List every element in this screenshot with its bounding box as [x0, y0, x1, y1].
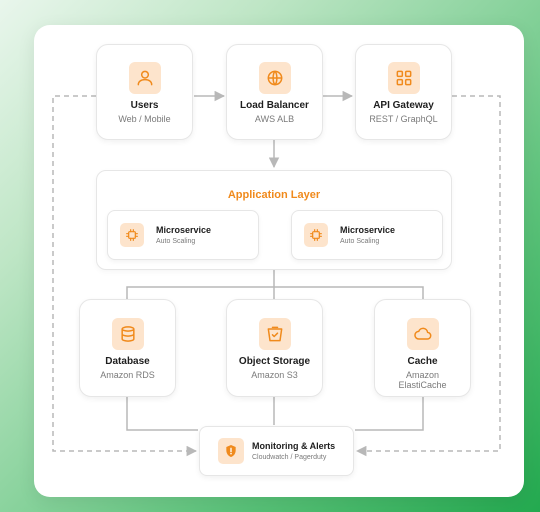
microservice-1-subtitle: Auto Scaling — [156, 238, 196, 245]
users-subtitle: Web / Mobile — [118, 114, 171, 124]
cloud-icon — [406, 318, 439, 350]
api-gateway-node[interactable]: API Gateway REST / GraphQL — [355, 44, 452, 140]
database-node[interactable]: Database Amazon RDS — [79, 299, 176, 397]
microservice-node-2[interactable]: Microservice Auto Scaling — [291, 210, 443, 260]
chip-icon — [120, 223, 144, 247]
shield-alert-icon — [218, 438, 244, 464]
object-storage-subtitle: Amazon S3 — [251, 370, 298, 380]
object-storage-node[interactable]: Object Storage Amazon S3 — [226, 299, 323, 397]
database-subtitle: Amazon RDS — [100, 370, 155, 380]
application-layer-title: Application Layer — [227, 189, 321, 201]
chip-icon — [304, 223, 328, 247]
api-gateway-title: API Gateway — [373, 100, 434, 111]
cache-subtitle: Amazon ElastiCache — [398, 370, 447, 390]
grid-icon — [387, 62, 420, 94]
cache-title: Cache — [407, 356, 438, 367]
load-balancer-subtitle: AWS ALB — [254, 114, 295, 124]
load-balancer-node[interactable]: Load Balancer AWS ALB — [226, 44, 323, 140]
microservice-2-title: Microservice — [340, 225, 396, 235]
microservice-node-1[interactable]: Microservice Auto Scaling — [107, 210, 259, 260]
user-icon — [128, 62, 161, 94]
load-balancer-title: Load Balancer — [240, 100, 309, 111]
users-title: Users — [130, 100, 159, 111]
bucket-icon — [258, 318, 291, 350]
cache-node[interactable]: Cache Amazon ElastiCache — [374, 299, 471, 397]
microservice-2-subtitle: Auto Scaling — [340, 238, 380, 245]
api-gateway-subtitle: REST / GraphQL — [369, 114, 438, 124]
users-node[interactable]: Users Web / Mobile — [96, 44, 193, 140]
object-storage-title: Object Storage — [238, 356, 311, 367]
globe-icon — [258, 62, 291, 94]
monitoring-title: Monitoring & Alerts — [252, 441, 336, 451]
microservice-1-title: Microservice — [156, 225, 212, 235]
monitoring-subtitle: Cloudwatch / Pagerduty — [252, 454, 327, 461]
database-title: Database — [105, 356, 150, 367]
database-icon — [111, 318, 144, 350]
monitoring-node[interactable]: Monitoring & Alerts Cloudwatch / Pagerdu… — [199, 426, 354, 476]
